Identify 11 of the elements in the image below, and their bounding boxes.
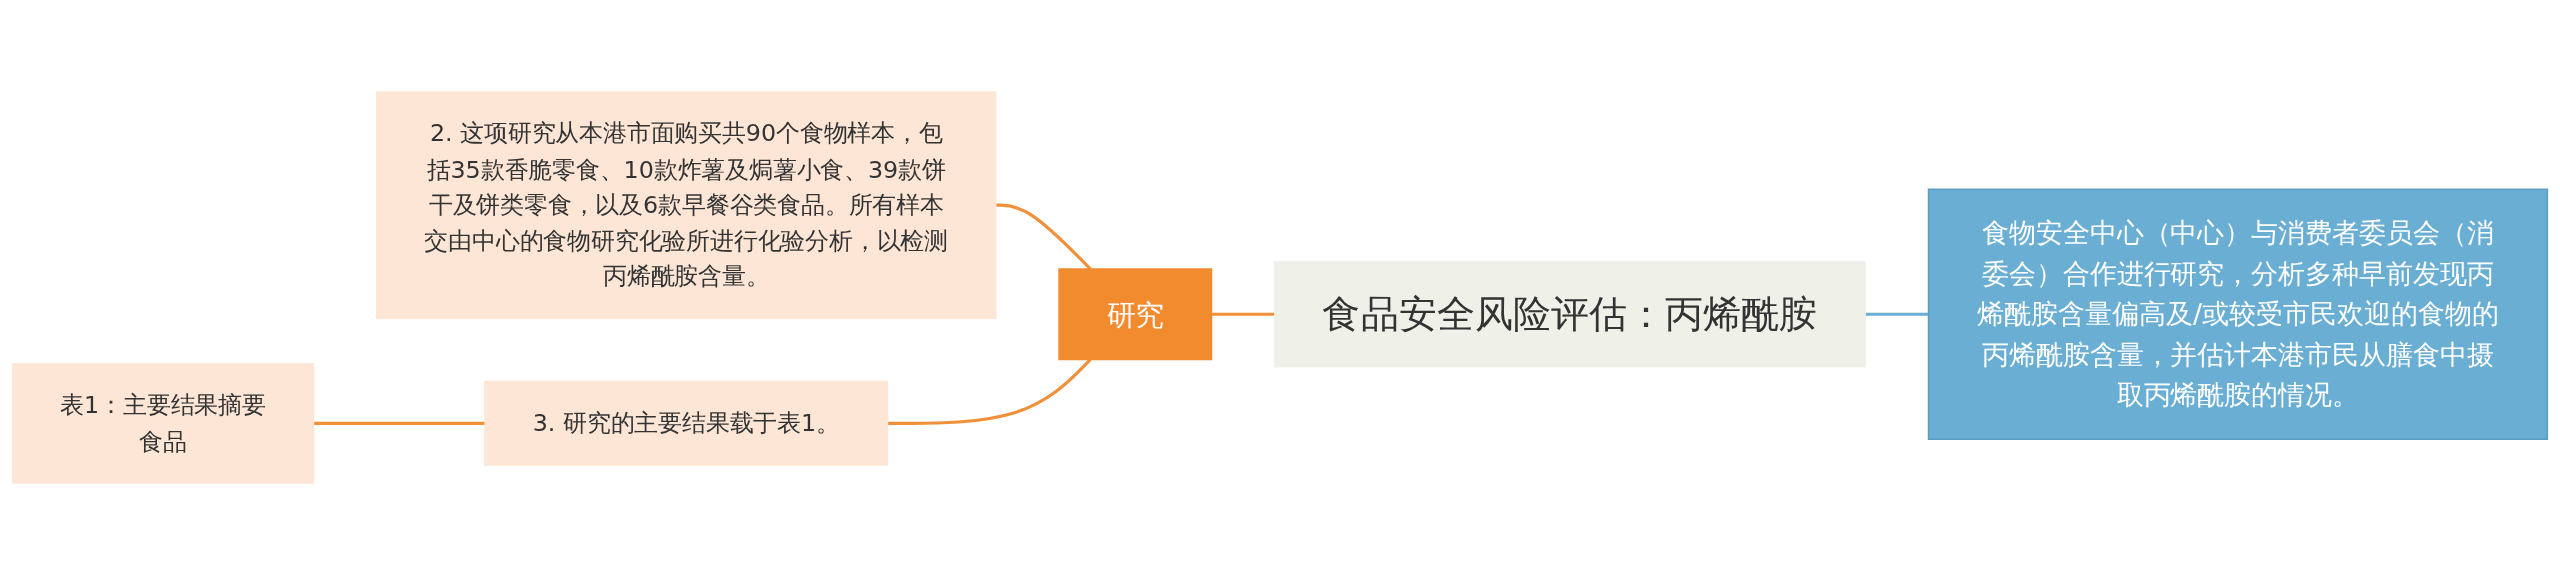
connector — [887, 358, 1092, 425]
node-box: 研究 — [1058, 268, 1213, 361]
connector — [1211, 312, 1275, 316]
node-box: 2. 这项研究从本港市面购买共90个食物样本，包括35款香脆零食、10款炸薯及焗薯小食、39款饼干及饼类零食，以及6款早餐谷类食品。所有样本交由中心的食物研究化验所进行化验分析，以检测丙烯酰胺含量。 — [376, 91, 997, 320]
connector — [1865, 312, 1929, 316]
connector — [313, 421, 486, 425]
node-box: 表1：主要结果摘要 食品 — [11, 363, 315, 484]
connector — [995, 203, 1092, 271]
node-box: 3. 研究的主要结果载于表1。 — [484, 380, 889, 466]
node-box: 食物安全中心（中心）与消费者委员会（消委会）合作进行研究，分析多种早前发现丙烯酰胺含量偏高及/或较受市民欢迎的食物的丙烯酰胺含量，并估计本港市民从膳食中摄取丙烯酰胺的情况。 — [1927, 188, 2549, 440]
node-box: 食品安全风险评估：丙烯酰胺 — [1274, 261, 1866, 368]
